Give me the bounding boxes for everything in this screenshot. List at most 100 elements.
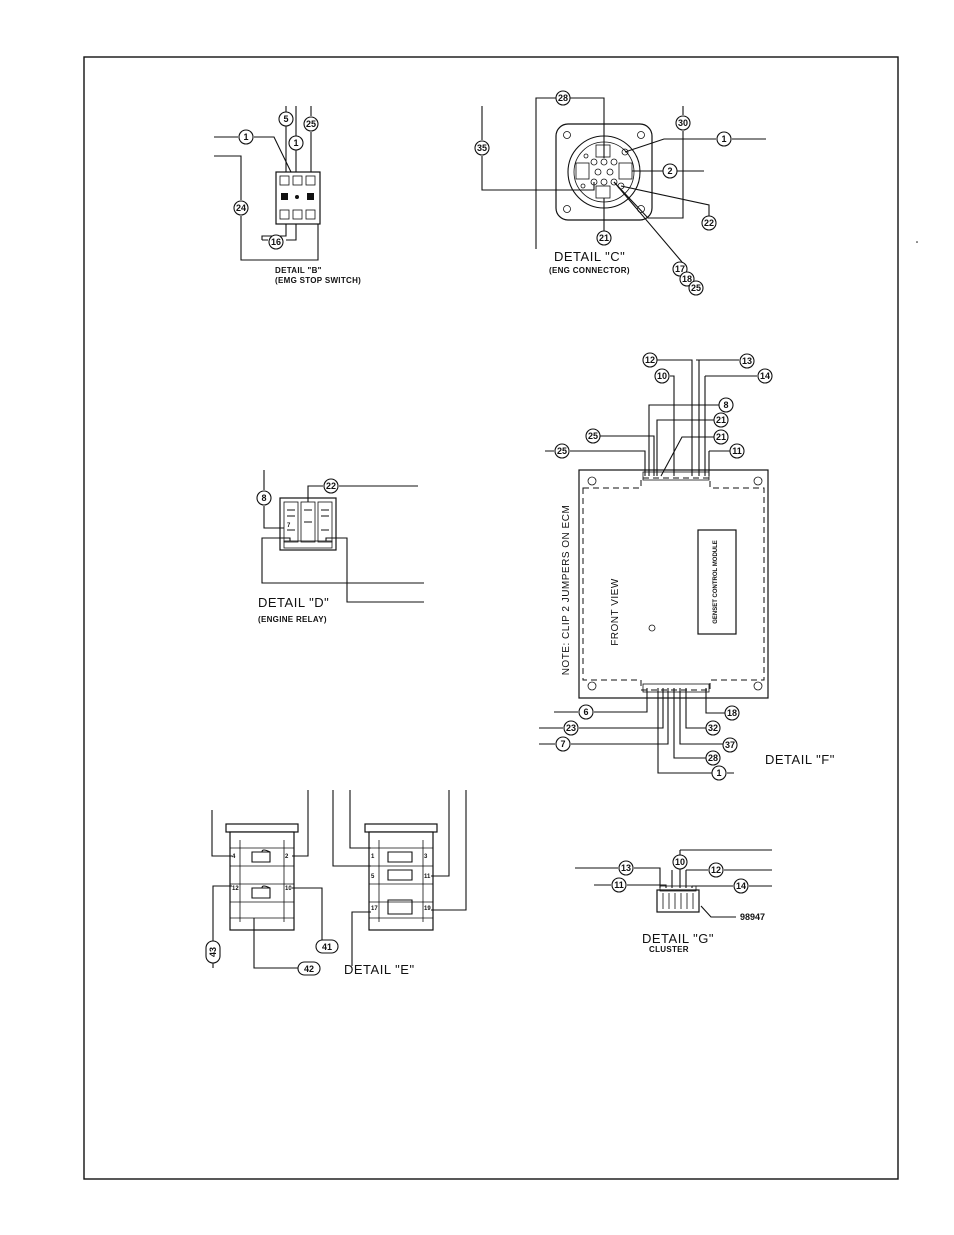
svg-text:19: 19 — [424, 906, 431, 912]
svg-text:2: 2 — [285, 854, 289, 860]
svg-text:1: 1 — [243, 132, 248, 142]
detail-c-subtitle: (ENG CONNECTOR) — [549, 266, 630, 275]
bottom-connector-pins — [642, 683, 710, 693]
svg-text:21: 21 — [716, 432, 726, 442]
svg-text:28: 28 — [708, 753, 718, 763]
detail-b-subtitle: (EMG STOP SWITCH) — [275, 276, 361, 285]
svg-text:14: 14 — [736, 881, 746, 891]
detail-e-callouts: 43 41 42 — [205, 939, 339, 976]
callout-f-8: 8 — [718, 397, 734, 413]
stray-mark — [916, 241, 918, 243]
callout-c-22: 22 — [701, 215, 717, 231]
svg-text:1: 1 — [371, 854, 375, 860]
callout-b-1b: 1 — [288, 135, 304, 151]
callout-f-21b: 21 — [713, 429, 729, 445]
svg-text:10: 10 — [657, 371, 667, 381]
module-label: GENSET CONTROL MODULE — [713, 540, 719, 624]
svg-text:25: 25 — [557, 446, 567, 456]
svg-text:14: 14 — [760, 371, 770, 381]
svg-text:6: 6 — [583, 707, 588, 717]
detail-c-callouts: 28 30 35 1 2 22 21 17 18 25 — [474, 90, 732, 296]
svg-text:1: 1 — [721, 134, 726, 144]
svg-text:25: 25 — [691, 283, 701, 293]
svg-text:41: 41 — [322, 942, 332, 952]
detail-g-title: DETAIL "G" — [642, 931, 714, 946]
svg-text:37: 37 — [725, 740, 735, 750]
detail-d-engine-relay: 7 8 22 DETAIL "D" (ENGINE RELAY) — [256, 470, 424, 624]
svg-text:22: 22 — [704, 218, 714, 228]
svg-text:21: 21 — [716, 415, 726, 425]
svg-text:22: 22 — [326, 481, 336, 491]
callout-f-6: 6 — [578, 704, 594, 720]
callout-f-11: 11 — [729, 443, 745, 459]
detail-b-title: DETAIL "B" — [275, 266, 322, 275]
callout-b-1a: 1 — [238, 129, 254, 145]
svg-text:18: 18 — [682, 274, 692, 284]
callout-c-1: 1 — [716, 131, 732, 147]
callout-b-16: 16 — [268, 234, 284, 250]
svg-text:12: 12 — [645, 355, 655, 365]
callout-b-5: 5 — [278, 111, 294, 127]
svg-text:30: 30 — [678, 118, 688, 128]
detail-g-subtitle: CLUSTER — [649, 945, 689, 954]
svg-text:21: 21 — [599, 233, 609, 243]
callout-g-10: 10 — [672, 854, 688, 870]
svg-text:23: 23 — [566, 723, 576, 733]
svg-text:17: 17 — [675, 264, 685, 274]
part-number: 98947 — [740, 912, 765, 922]
svg-text:5: 5 — [371, 874, 375, 880]
callout-f-7: 7 — [555, 736, 571, 752]
callout-e-43: 43 — [205, 940, 221, 964]
detail-c-title: DETAIL "C" — [554, 249, 625, 264]
callout-g-11: 11 — [611, 877, 627, 893]
svg-text:16: 16 — [271, 237, 281, 247]
svg-text:11: 11 — [614, 880, 624, 890]
callout-f-10: 10 — [654, 368, 670, 384]
callout-f-1: 1 — [711, 765, 727, 781]
callout-c-2: 2 — [662, 163, 678, 179]
ecm-outline — [578, 469, 769, 699]
svg-text:13: 13 — [621, 863, 631, 873]
svg-text:10: 10 — [675, 857, 685, 867]
callout-f-18: 18 — [724, 705, 740, 721]
svg-text:11: 11 — [732, 446, 742, 456]
detail-f-title: DETAIL "F" — [765, 752, 835, 767]
callout-d-8: 8 — [256, 490, 272, 506]
svg-text:2: 2 — [667, 166, 672, 176]
svg-text:10: 10 — [285, 886, 292, 892]
callout-c-35: 35 — [474, 140, 490, 156]
detail-f-genset-control-module: GENSET CONTROL MODULE FRONT VIEW NOTE: C… — [539, 352, 835, 781]
callout-c-25: 25 — [688, 280, 704, 296]
svg-text:8: 8 — [261, 493, 266, 503]
detail-e-right-block: 1 5 17 3 11 19 — [332, 790, 467, 966]
svg-text:11: 11 — [424, 874, 431, 880]
callout-c-21: 21 — [596, 230, 612, 246]
svg-text:24: 24 — [236, 203, 246, 213]
svg-text:3: 3 — [424, 854, 428, 860]
svg-text:1: 1 — [293, 138, 298, 148]
svg-text:18: 18 — [727, 708, 737, 718]
cluster-connector — [656, 889, 700, 913]
detail-c-eng-connector: 28 30 35 1 2 22 21 17 18 25 DETAIL "C" (… — [474, 90, 766, 296]
svg-text:28: 28 — [558, 93, 568, 103]
module-label-box — [697, 529, 737, 635]
svg-text:7: 7 — [560, 739, 565, 749]
callout-g-13: 13 — [618, 860, 634, 876]
callout-f-14: 14 — [757, 368, 773, 384]
detail-d-title: DETAIL "D" — [258, 595, 329, 610]
callout-b-24: 24 — [233, 200, 249, 216]
callout-f-28: 28 — [705, 750, 721, 766]
svg-text:1: 1 — [716, 768, 721, 778]
detail-e: 4 12 2 10 1 5 17 3 11 19 — [205, 790, 467, 977]
callout-g-14: 14 — [733, 878, 749, 894]
detail-g-cluster: 13 10 12 11 14 98947 DETAIL "G" CLUSTER — [575, 849, 772, 954]
callout-c-28: 28 — [555, 90, 571, 106]
svg-text:12: 12 — [711, 865, 721, 875]
svg-text:8: 8 — [723, 400, 728, 410]
callout-e-41: 41 — [315, 939, 339, 954]
svg-text:25: 25 — [588, 431, 598, 441]
callout-g-12: 12 — [708, 862, 724, 878]
detail-b-callouts: 1 5 1 25 24 16 — [233, 111, 319, 250]
callout-f-25a: 25 — [585, 428, 601, 444]
callout-f-12: 12 — [642, 352, 658, 368]
